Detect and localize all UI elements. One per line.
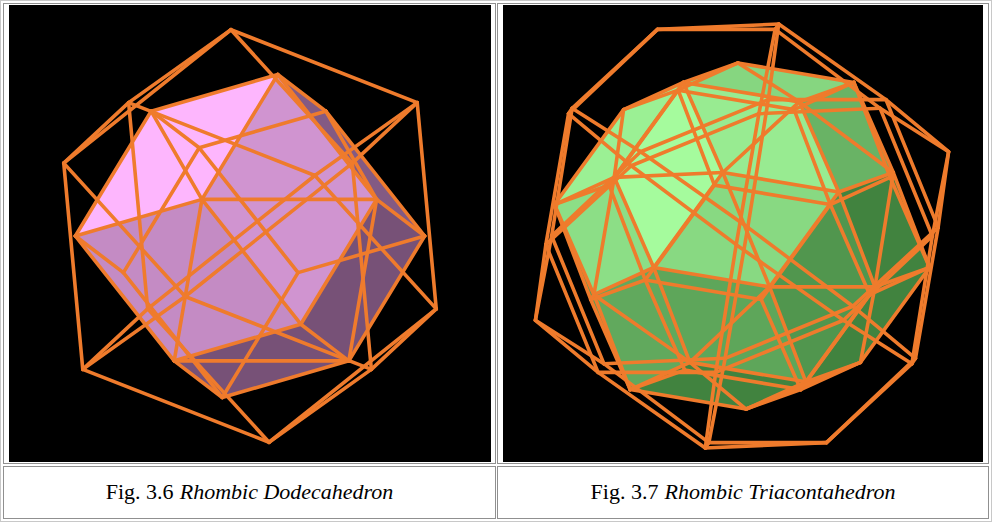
wireframe-edge xyxy=(768,98,886,102)
wireframe-edge xyxy=(417,103,436,309)
wireframe-edge xyxy=(631,166,736,245)
wireframe-edge xyxy=(129,103,315,176)
wireframe-edge xyxy=(594,295,690,363)
wireframe-edge xyxy=(151,111,202,199)
figure-caption: Fig. 3.6Rhombic Dodecahedron xyxy=(4,478,495,506)
wireframe-edge xyxy=(174,359,349,363)
wireframe-edge xyxy=(770,192,839,287)
rhombic-dodecahedron-figure xyxy=(64,30,436,443)
wireframe-edge xyxy=(377,199,425,236)
wireframe-edge xyxy=(725,227,748,358)
wireframe-edge xyxy=(770,285,875,289)
rhombic-triacontahedron-figure xyxy=(535,24,948,448)
image-ground xyxy=(9,5,491,462)
wireframe-edge xyxy=(709,358,725,442)
wireframe-edge xyxy=(614,177,653,267)
wireframe-edge xyxy=(614,82,683,177)
wireframe-edge xyxy=(326,111,377,199)
wireframe-edge xyxy=(657,24,778,29)
wireframe-edge xyxy=(654,267,770,286)
wireframe-edge xyxy=(594,267,654,294)
wireframe-edge xyxy=(830,205,869,295)
wireframe-edge xyxy=(231,30,417,103)
wireframe-edge xyxy=(199,111,326,148)
wireframe-edge xyxy=(759,108,880,113)
wireframe-edge xyxy=(148,175,315,308)
wireframe-edge xyxy=(552,108,572,236)
wireframe-edge xyxy=(880,108,932,236)
wireframe-edge xyxy=(801,295,870,390)
wireframe-edge xyxy=(64,30,231,163)
cell-border xyxy=(498,4,989,464)
wireframe-edge xyxy=(315,175,436,308)
cell-border xyxy=(4,467,496,519)
wireframe-edge xyxy=(716,320,844,372)
wireframe-edge xyxy=(535,236,551,320)
wireframe-edge xyxy=(129,103,148,309)
wireframe-edge xyxy=(269,309,436,442)
wireframe-edge xyxy=(768,24,778,100)
wireframe-edge xyxy=(748,100,768,228)
wireframe-edge xyxy=(174,324,301,361)
wireframe-edge xyxy=(779,24,886,100)
figure-caption: Fig. 3.7Rhombic Triacontahedron xyxy=(498,478,988,506)
wireframe-edge xyxy=(912,236,932,364)
wireframe-edge xyxy=(352,163,371,369)
wireframe-edge xyxy=(604,364,709,443)
wireframe-edge xyxy=(641,152,748,228)
wireframe-edge xyxy=(231,30,352,163)
wireframe-edge xyxy=(843,236,932,320)
image-ground xyxy=(503,5,983,462)
solid-face xyxy=(839,173,930,287)
wireframe-edge xyxy=(736,245,843,321)
wireframe-edge xyxy=(746,362,860,409)
cell-border xyxy=(498,467,989,519)
wireframe-edge xyxy=(705,443,826,448)
wireframe-edge xyxy=(64,163,83,369)
solid-face xyxy=(174,324,349,397)
wireframe-edge xyxy=(827,364,912,443)
wireframe-edge xyxy=(569,29,658,113)
wireframe-edge xyxy=(552,236,604,364)
wireframe-edge xyxy=(748,227,853,306)
wireframe-edge xyxy=(827,358,916,442)
wireframe-edge xyxy=(572,108,640,151)
wireframe-edge xyxy=(932,152,948,236)
figure-title: Rhombic Triacontahedron xyxy=(665,479,896,504)
wireframe-edge xyxy=(830,177,890,204)
wireframe-edge xyxy=(598,372,705,448)
wireframe-edge xyxy=(151,111,199,148)
wireframe-edge xyxy=(725,306,853,358)
wireframe-edge xyxy=(174,199,202,360)
wireframe-edge xyxy=(723,173,839,192)
cell-border xyxy=(4,4,496,464)
wireframe-edge xyxy=(641,100,769,152)
wireframe-edge xyxy=(83,369,269,442)
wireframe-edge xyxy=(301,324,349,361)
wireframe-edge xyxy=(604,358,725,363)
figure-number: Fig. 3.7 xyxy=(591,479,659,504)
figure-number: Fig. 3.6 xyxy=(106,479,174,504)
wireframe-edge xyxy=(775,29,880,108)
wireframe-edge xyxy=(572,29,657,108)
wireframe-edge xyxy=(148,309,269,442)
wireframe-edge xyxy=(552,152,641,236)
wireframe-edge xyxy=(64,163,185,296)
wireframe-edge xyxy=(843,320,911,363)
wireframe-edge xyxy=(185,163,352,296)
wireframe-edge xyxy=(630,362,690,389)
wireframe-edge xyxy=(185,297,371,370)
figure-title: Rhombic Dodecahedron xyxy=(180,479,394,504)
